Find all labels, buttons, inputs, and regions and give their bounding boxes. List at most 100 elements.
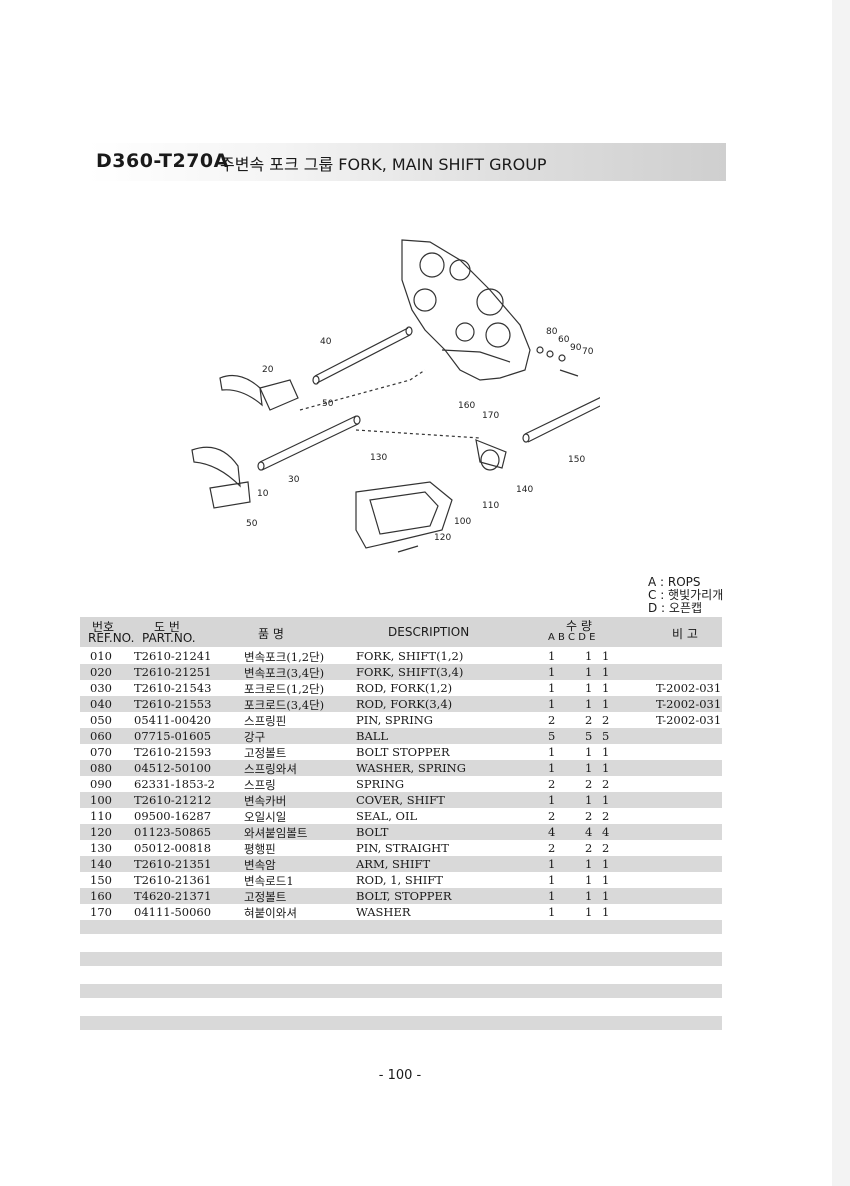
- qty-c: 2: [585, 777, 593, 791]
- part-no: T2610-21251: [134, 665, 212, 679]
- qty-d: 2: [602, 713, 610, 727]
- korean-name: 변속로드1: [244, 874, 294, 888]
- qty-a: 1: [548, 793, 556, 807]
- qty-header: 수 량: [566, 619, 592, 633]
- qty-a: 1: [548, 889, 556, 903]
- korean-name: 포크로드(1,2단): [244, 682, 325, 696]
- korean-name: 오일시일: [244, 810, 287, 824]
- part-no: T2610-21351: [134, 857, 212, 871]
- callout-20: 20: [262, 365, 274, 375]
- part-no: 62331-1853-2: [134, 777, 215, 791]
- guide-line: [299, 369, 426, 411]
- description: WASHER, SPRING: [356, 761, 466, 775]
- description: ARM, SHIFT: [356, 857, 431, 871]
- qty-c: 1: [585, 905, 593, 919]
- ref-header-ko: 번호: [92, 620, 115, 634]
- qty-c: 2: [585, 841, 593, 855]
- part-no: 05411-00420: [134, 713, 212, 727]
- group-code: D360-T270A: [96, 150, 229, 172]
- remark: T-2002-031: [656, 681, 722, 695]
- callout-90: 90: [570, 343, 582, 353]
- qty-a: 2: [548, 713, 556, 727]
- qty-d: 1: [602, 793, 610, 807]
- description: FORK, SHIFT(3,4): [356, 665, 464, 679]
- qty-a: 4: [548, 825, 556, 839]
- callout-10: 10: [257, 489, 269, 499]
- ref-no: 060: [90, 729, 112, 743]
- shift-arm: [475, 439, 507, 471]
- korean-name: 고정볼트: [244, 890, 287, 904]
- qty-d: 5: [602, 729, 610, 743]
- part-no: T2610-21241: [134, 649, 212, 663]
- qty-columns: A B C D E: [548, 632, 596, 643]
- legend-item: A : ROPS: [648, 575, 701, 589]
- callout-150: 150: [568, 455, 585, 465]
- description: BOLT STOPPER: [356, 745, 450, 759]
- shift-fork-lower: [191, 446, 251, 509]
- group-title: 주변속 포크 그룹 FORK, MAIN SHIFT GROUP: [220, 155, 547, 174]
- cover-bolt: [397, 545, 419, 553]
- part-no: 05012-00818: [134, 841, 212, 855]
- page-number: - 100 -: [378, 1068, 422, 1083]
- qty-d: 2: [602, 777, 610, 791]
- ref-no: 070: [90, 745, 112, 759]
- name-header-ko: 품 명: [258, 627, 284, 641]
- ref-header: REF.NO.: [88, 631, 135, 645]
- title-bar: D360-T270A 주변속 포크 그룹 FORK, MAIN SHIFT GR…: [88, 143, 726, 181]
- part-header-ko: 도 번: [154, 620, 180, 634]
- empty-row: [80, 920, 722, 934]
- shift-cover: [355, 481, 453, 549]
- qty-d: 1: [602, 889, 610, 903]
- qty-a: 1: [548, 873, 556, 887]
- remark: T-2002-031: [656, 697, 722, 711]
- qty-d: 2: [602, 841, 610, 855]
- korean-name: 스프링와셔: [244, 762, 297, 776]
- korean-name: 변속카버: [244, 794, 287, 808]
- qty-a: 5: [548, 729, 556, 743]
- shift-rod: [522, 397, 600, 443]
- ref-no: 010: [90, 649, 112, 663]
- exploded-parts-diagram: 40 20 50 10 50 30 60 80 90 70 160 170 15…: [191, 239, 600, 553]
- qty-c: 5: [585, 729, 593, 743]
- qty-c: 1: [585, 857, 593, 871]
- part-no: T2610-21553: [134, 697, 212, 711]
- callout-70: 70: [582, 347, 594, 357]
- qty-c: 1: [585, 793, 593, 807]
- description-header: DESCRIPTION: [388, 625, 470, 639]
- detent-parts: [536, 346, 579, 377]
- description: ROD, 1, SHIFT: [356, 873, 443, 887]
- ref-no: 080: [90, 761, 112, 775]
- ref-no: 020: [90, 665, 112, 679]
- part-no: T2610-21212: [134, 793, 212, 807]
- part-no: 07715-01605: [134, 729, 212, 743]
- description: SEAL, OIL: [356, 809, 418, 823]
- description: ROD, FORK(3,4): [356, 697, 453, 711]
- qty-c: 1: [585, 697, 593, 711]
- qty-a: 1: [548, 761, 556, 775]
- korean-name: 변속포크(3,4단): [244, 666, 325, 680]
- guide-line: [355, 429, 481, 439]
- table-row: 020 T2610-21251 변속포크(3,4단) FORK, SHIFT(3,4)…: [80, 664, 722, 680]
- korean-name: 와셔붙임볼트: [244, 826, 308, 840]
- callout-50: 50: [322, 399, 334, 409]
- remark: T-2002-031: [656, 713, 722, 727]
- shift-fork-upper: [219, 375, 299, 411]
- variant-legend: A : ROPS C : 햇빛가리개 D : 오픈캡: [648, 576, 723, 615]
- qty-d: 2: [602, 809, 610, 823]
- ref-no: 170: [90, 905, 112, 919]
- callout-140: 140: [516, 485, 533, 495]
- parts-table-header: 번호 REF.NO. 도 번 PART.NO. 품 명 DESCRIPTION …: [80, 617, 722, 647]
- qty-a: 2: [548, 841, 556, 855]
- part-no: 04512-50100: [134, 761, 212, 775]
- callout-50: 50: [246, 519, 258, 529]
- description: BOLT, STOPPER: [356, 889, 452, 903]
- qty-d: 1: [602, 873, 610, 887]
